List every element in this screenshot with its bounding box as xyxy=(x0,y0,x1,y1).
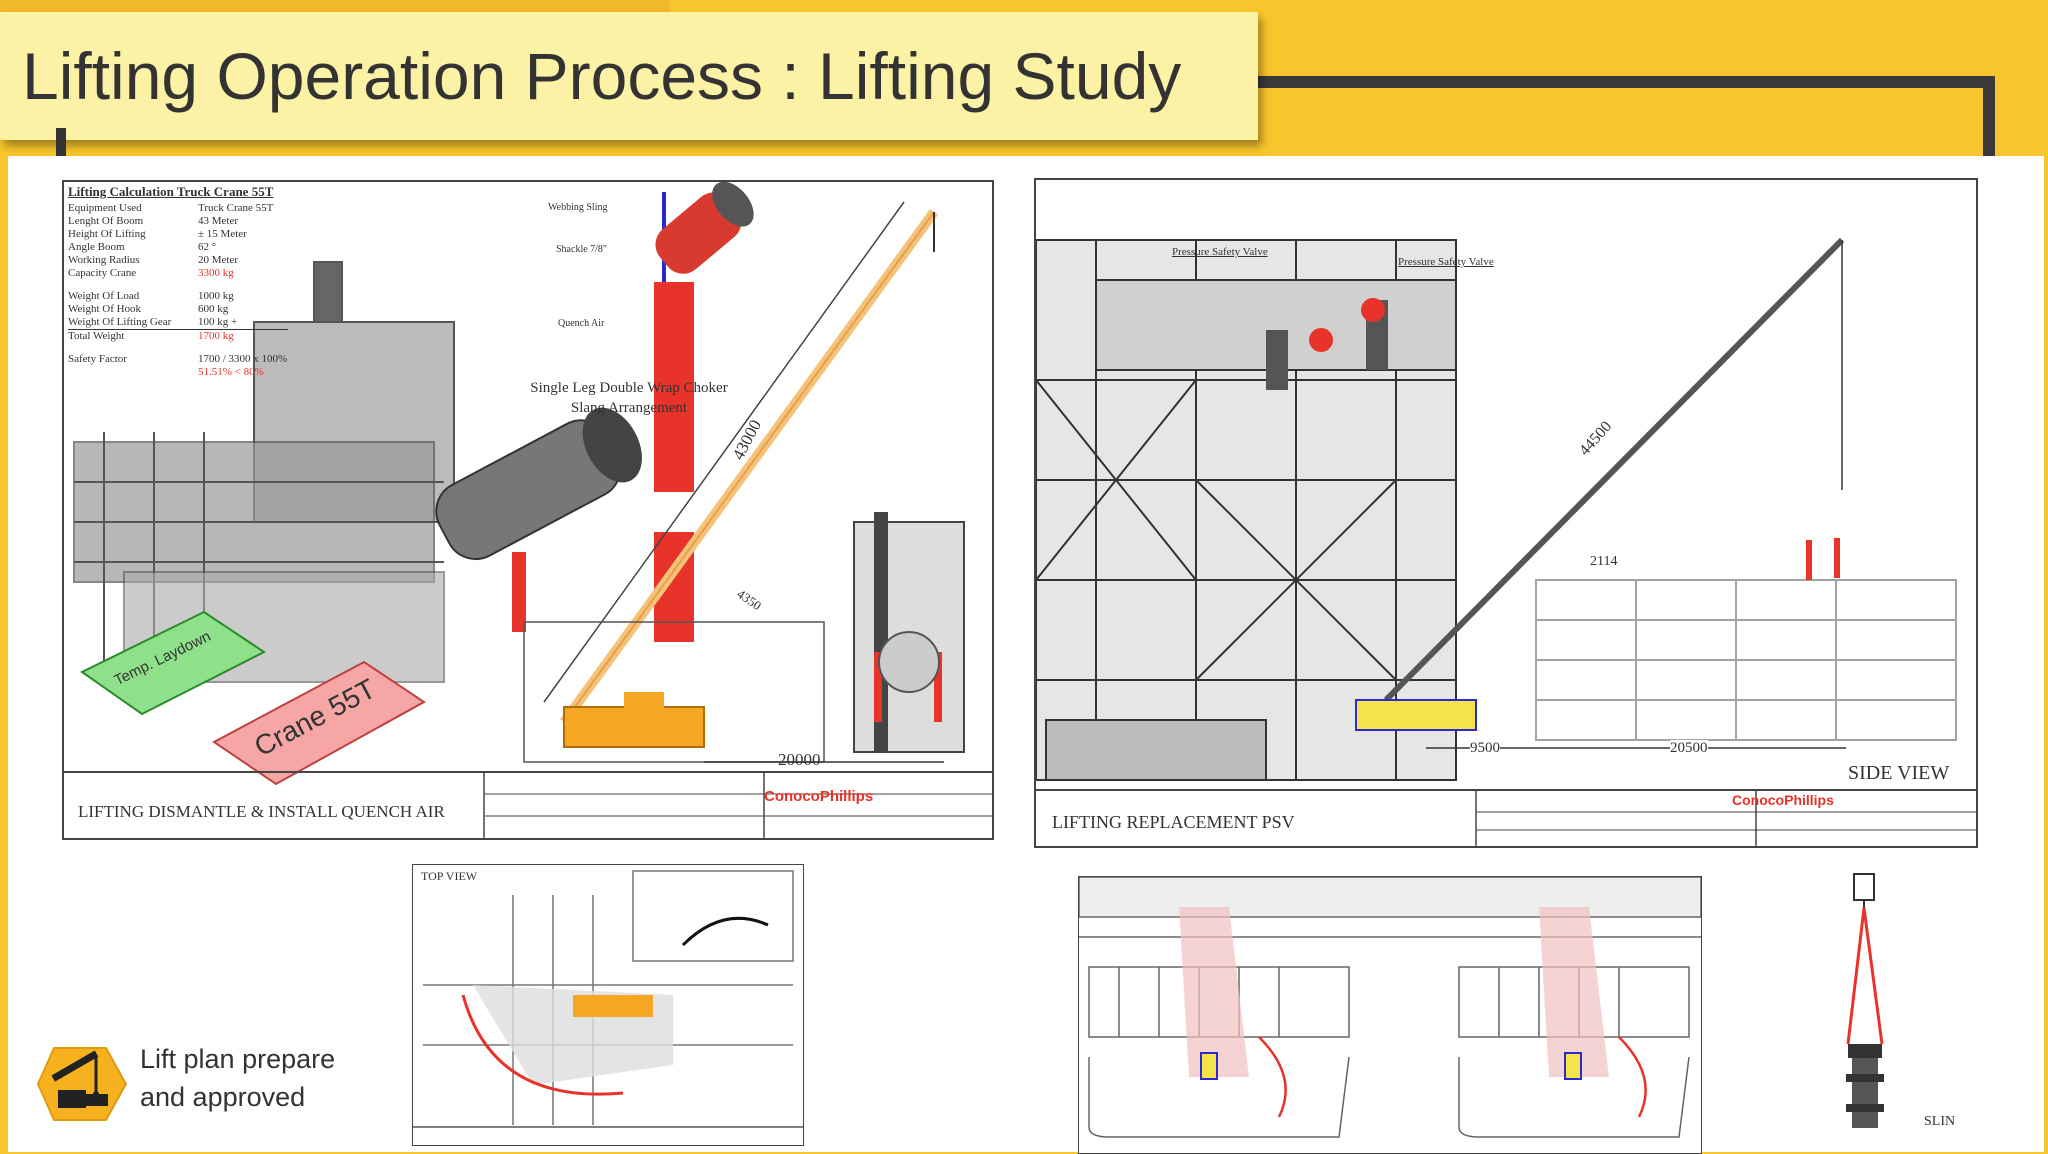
lift-plan-line1: Lift plan prepare xyxy=(140,1044,336,1074)
calc-value: 20 Meter xyxy=(198,254,239,266)
calc-label: Weight Of Lifting Gear xyxy=(68,316,172,328)
calc-label: Lenght Of Boom xyxy=(68,215,144,227)
calc-row: Safety Factor 1700 / 3300 x 100% xyxy=(68,353,288,366)
calc-row: Angle Boom 62 ° xyxy=(68,241,288,254)
drawing-plan-layout-art xyxy=(1079,877,1701,1138)
calc-row: Weight Of Load 1000 kg xyxy=(68,290,288,303)
calc-row: 51.51% < 80% xyxy=(68,366,288,379)
psv-label-1: Pressure Safety Valve xyxy=(1172,246,1268,258)
top-view-label: TOP VIEW xyxy=(421,869,478,883)
calc-value: 1700 kg xyxy=(198,330,234,342)
drawing-quench-air: Lifting Calculation Truck Crane 55T Equi… xyxy=(62,180,994,840)
calc-row: Lenght Of Boom 43 Meter xyxy=(68,215,288,228)
calc-value: 62 ° xyxy=(198,241,217,253)
drawing-psv-replacement: Pressure Safety Valve Pressure Safety Va… xyxy=(1034,178,1978,848)
drawing-quench-air-art xyxy=(64,182,992,838)
dim-small: 2114 xyxy=(1590,554,1618,569)
sling-arrangement-title: Single Leg Double Wrap Choker Slang Arra… xyxy=(530,380,728,416)
title-accent xyxy=(56,128,66,158)
title-box: Lifting Operation Process : Lifting Stud… xyxy=(0,12,1258,140)
company-logo: ConocoPhillips xyxy=(1732,792,1834,808)
lift-plan-note: Lift plan prepare and approved xyxy=(36,1042,366,1126)
dim-working-radius: 20000 xyxy=(778,750,821,769)
lift-plan-line2: and approved xyxy=(140,1082,306,1112)
dim-left: 9500 xyxy=(1470,740,1500,757)
calc-row: Working Radius 20 Meter xyxy=(68,254,288,267)
calc-value: 43 Meter xyxy=(198,215,239,227)
calc-table: Equipment Used Truck Crane 55T Lenght Of … xyxy=(68,202,288,379)
calc-label: Capacity Crane xyxy=(68,267,137,279)
company-logo: ConocoPhillips xyxy=(764,788,874,805)
calc-row: Capacity Crane 3300 kg xyxy=(68,267,288,280)
slide-title: Lifting Operation Process : Lifting Stud… xyxy=(22,39,1182,113)
calc-value: 100 kg + xyxy=(198,316,238,328)
calc-title: Lifting Calculation Truck Crane 55T xyxy=(68,184,274,199)
calc-value: 3300 kg xyxy=(198,267,234,279)
frame-line xyxy=(1255,76,1995,88)
drawing-footer-title: LIFTING DISMANTLE & INSTALL QUENCH AIR xyxy=(78,802,445,821)
calc-label: Height Of Lifting xyxy=(68,228,146,240)
drawing-top-view: TOP VIEW xyxy=(412,864,804,1146)
dim-right: 20500 xyxy=(1670,740,1708,757)
drawing-top-view-art xyxy=(413,870,803,1128)
calc-value: Truck Crane 55T xyxy=(198,202,274,214)
calc-value: 1000 kg xyxy=(198,290,234,302)
psv-label-2: Pressure Safety Valve xyxy=(1398,256,1494,268)
side-view-label: SIDE VIEW xyxy=(1848,762,1950,784)
drawing-plan-layout xyxy=(1078,876,1702,1154)
calc-label: Weight Of Load xyxy=(68,290,140,302)
drawing-footer-title: LIFTING REPLACEMENT PSV xyxy=(1052,812,1295,832)
calc-row: Equipment Used Truck Crane 55T xyxy=(68,202,288,215)
calc-value: ± 15 Meter xyxy=(198,228,247,240)
calc-row: Weight Of Lifting Gear 100 kg + xyxy=(68,316,288,329)
drawing-sling-detail-art xyxy=(1846,873,1884,1128)
sling-label-webbing: Webbing Sling xyxy=(548,202,608,213)
sling-label-shackle: Shackle 7/8" xyxy=(556,244,608,255)
calc-row: Total Weight 1700 kg xyxy=(68,329,288,343)
calc-row: Weight Of Hook 600 kg xyxy=(68,303,288,316)
calc-label: Total Weight xyxy=(68,330,125,342)
calc-label: Safety Factor xyxy=(68,353,127,365)
calc-label: Working Radius xyxy=(68,254,140,266)
crane-warning-icon xyxy=(36,1047,128,1121)
calc-value: 51.51% < 80% xyxy=(198,366,264,378)
sling-label-load: Quench Air xyxy=(558,318,605,329)
sling-label: SLIN xyxy=(1924,1114,1956,1129)
drawing-sling-detail: SLIN xyxy=(1842,864,1972,1144)
calc-value: 1700 / 3300 x 100% xyxy=(198,353,288,365)
calc-label: Angle Boom xyxy=(68,241,125,253)
calc-value: 600 kg xyxy=(198,303,229,315)
calc-label: Weight Of Hook xyxy=(68,303,142,315)
calc-label: Equipment Used xyxy=(68,202,142,214)
drawing-psv-art xyxy=(1036,237,1976,846)
calc-row: Height Of Lifting ± 15 Meter xyxy=(68,228,288,241)
frame-line-vertical xyxy=(1983,76,1995,156)
